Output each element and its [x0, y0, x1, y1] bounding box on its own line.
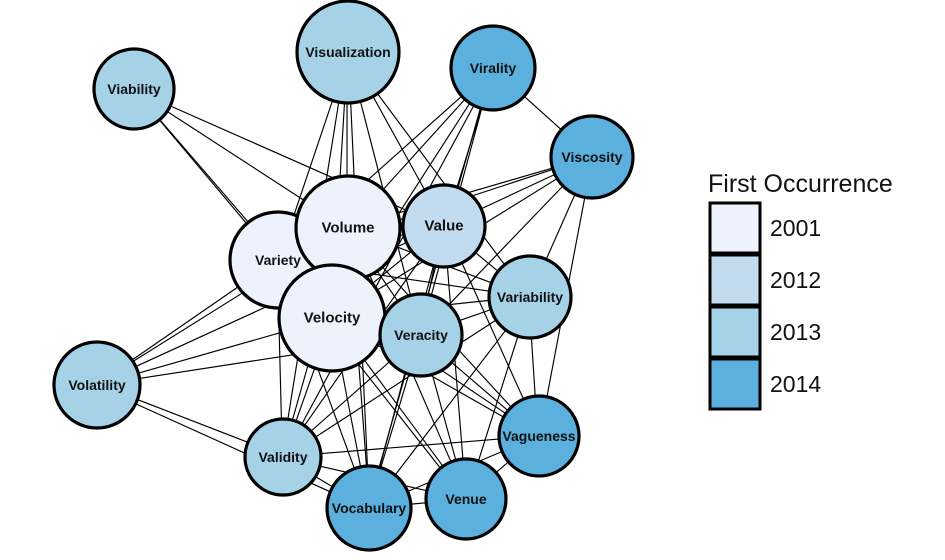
node-circle[interactable]	[243, 417, 323, 497]
graph-node-volume[interactable]: Volume	[294, 174, 402, 282]
graph-node-value[interactable]: Value	[401, 183, 487, 269]
graph-edge	[314, 475, 334, 488]
graph-edge	[309, 360, 391, 433]
graph-edge	[394, 328, 507, 477]
legend-label-2014: 2014	[770, 371, 821, 397]
legend-label-2001: 2001	[770, 215, 821, 241]
node-circle[interactable]	[549, 114, 635, 200]
graph-node-variability[interactable]: Variability	[487, 254, 573, 340]
graph-node-velocity[interactable]: Velocity	[277, 263, 387, 373]
graph-edge	[494, 460, 510, 474]
graph-edge	[427, 264, 436, 296]
graph-edge	[293, 99, 334, 216]
graph-node-viability[interactable]: Viability	[92, 47, 176, 131]
node-label: Visualization	[305, 44, 390, 60]
node-label: Validity	[258, 449, 307, 465]
graph-edge	[381, 98, 467, 191]
graph-edge	[545, 193, 576, 261]
legend-swatch-2012	[708, 253, 762, 307]
graph-edge	[458, 308, 493, 322]
graph-edge	[165, 110, 306, 202]
node-label: Volume	[321, 220, 374, 237]
node-circle[interactable]	[295, 0, 401, 105]
graph-edge	[314, 319, 498, 439]
node-label: Variability	[497, 289, 563, 305]
node-label: Variety	[255, 252, 301, 268]
graph-node-visualization[interactable]: Visualization	[295, 0, 401, 105]
node-circle[interactable]	[424, 457, 508, 541]
node-circle[interactable]	[449, 24, 537, 112]
node-label: Vocabulary	[332, 500, 407, 516]
node-circle[interactable]	[401, 183, 487, 269]
node-circle[interactable]	[92, 47, 176, 131]
node-circle[interactable]	[378, 292, 464, 378]
node-label: Virality	[470, 60, 517, 76]
graph-edge	[477, 335, 519, 463]
graph-node-vagueness[interactable]: Vagueness	[497, 394, 581, 478]
node-label: Volatility	[68, 377, 126, 393]
graph-edge	[137, 331, 283, 374]
node-label: Veracity	[394, 327, 448, 343]
graph-edge	[460, 261, 525, 401]
graph-edge	[379, 373, 410, 469]
node-label: Venue	[445, 491, 486, 507]
graph-edge	[363, 358, 445, 468]
graph-edge	[340, 369, 362, 468]
graph-edge	[450, 361, 510, 412]
legend-label-2013: 2013	[770, 319, 821, 345]
graph-node-volatility[interactable]: Volatility	[52, 340, 142, 430]
legend-swatch-2013	[708, 305, 762, 359]
graph-node-viscosity[interactable]: Viscosity	[549, 114, 635, 200]
nodes-layer: Viability VisualizationViralityViscosityV…	[52, 0, 635, 552]
graph-edge	[372, 95, 426, 192]
graph-edge	[295, 366, 316, 423]
node-label: Viability	[107, 81, 161, 97]
node-label: Velocity	[304, 310, 361, 327]
legend-title: First Occurrence	[708, 170, 893, 198]
node-label: Vagueness	[502, 428, 575, 444]
graph-edge	[530, 336, 536, 398]
graph-edge	[136, 398, 250, 444]
graph-edge	[447, 184, 565, 306]
legend-label-2012: 2012	[770, 267, 821, 293]
node-circle[interactable]	[487, 254, 573, 340]
node-label: Viscosity	[561, 149, 622, 165]
graph-node-veracity[interactable]: Veracity	[378, 292, 464, 378]
graph-edge	[522, 95, 563, 131]
graph-node-virality[interactable]: Virality	[449, 24, 537, 112]
graph-node-vocabulary[interactable]: Vocabulary	[325, 464, 413, 552]
graph-node-validity[interactable]: Validity	[243, 417, 323, 497]
graph-edge	[409, 502, 428, 505]
graph-edge	[130, 285, 240, 362]
graph-edge	[158, 118, 248, 225]
graph-edge	[371, 250, 413, 285]
legend-swatch-2014	[708, 357, 762, 411]
graph-edge	[319, 438, 501, 455]
legend: First Occurrence 2001 2012 2013 2014	[708, 170, 893, 411]
node-circle[interactable]	[52, 340, 142, 430]
node-circle[interactable]	[325, 464, 413, 552]
node-label: Value	[424, 218, 463, 235]
graph-edge	[431, 373, 457, 462]
graph-edge	[446, 265, 464, 461]
graph-edge	[474, 251, 500, 273]
legend-swatch-2001	[708, 201, 762, 255]
node-circle[interactable]	[497, 394, 581, 478]
graph-edge	[480, 173, 557, 210]
graph-node-venue[interactable]: Venue	[424, 457, 508, 541]
